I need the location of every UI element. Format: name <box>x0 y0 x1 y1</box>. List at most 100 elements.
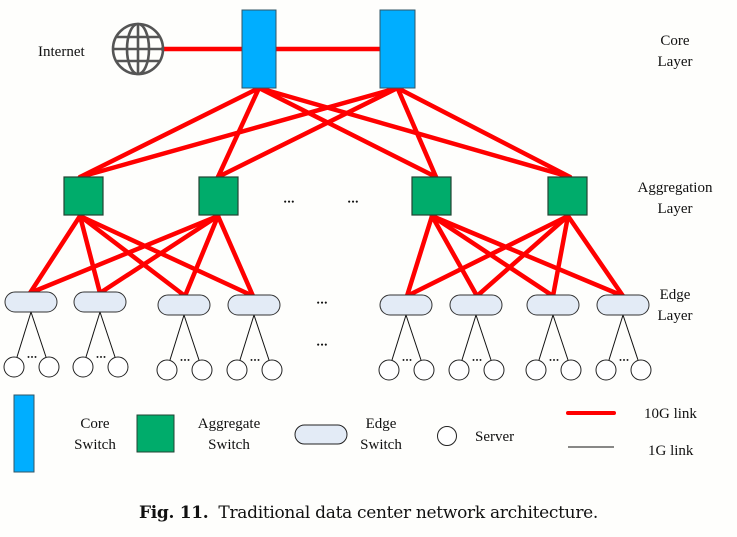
server-ellipsis: ••• <box>180 358 191 364</box>
legend-aggregate-switch-line2: Switch <box>208 437 250 453</box>
server <box>226 359 248 381</box>
server-ellipsis: ••• <box>619 358 630 364</box>
aggregate-edge-link <box>215 213 256 299</box>
figure-caption: Fig. 11. Traditional data center network … <box>0 503 737 523</box>
legend-server-label: Server <box>475 429 514 445</box>
legend-core-switch-line1: Core <box>80 416 110 432</box>
aggregate-switch <box>547 176 588 216</box>
server-link <box>538 314 554 361</box>
server-ellipsis: ••• <box>27 355 38 361</box>
edge-layer-label-line2: Layer <box>658 308 693 324</box>
server-link <box>99 311 116 358</box>
core-aggregate-link <box>395 85 573 180</box>
server <box>560 359 582 381</box>
server-link <box>253 314 270 361</box>
server-link <box>169 314 185 361</box>
aggregate-edge-link <box>429 213 626 299</box>
aggregate-edge-link <box>550 213 571 299</box>
server <box>378 359 400 381</box>
legend: Core Switch Aggregate Switch Edge Switch… <box>13 394 697 473</box>
legend-1g-link-label: 1G link <box>648 443 694 459</box>
figure-caption-number: Fig. 11. <box>138 503 209 523</box>
edge-switch <box>596 294 650 316</box>
server-link <box>391 314 407 361</box>
server-ellipsis: ••• <box>549 358 560 364</box>
server <box>107 356 129 378</box>
legend-core-switch-line2: Switch <box>74 437 116 453</box>
internet-label: Internet <box>38 44 85 60</box>
server <box>448 359 470 381</box>
core-layer-label-line1: Core <box>660 33 690 49</box>
legend-aggregate-switch-line1: Aggregate <box>198 416 261 432</box>
legend-edge-switch-line2: Switch <box>360 437 402 453</box>
aggregate-switch <box>411 176 452 216</box>
server <box>191 359 213 381</box>
edge-ellipsis: ••• <box>316 300 328 307</box>
core-switch <box>379 9 416 89</box>
aggregate-edge-link <box>27 213 221 296</box>
aggregate-edge-link <box>404 213 435 299</box>
server-ellipsis: ••• <box>316 342 328 349</box>
server <box>525 359 547 381</box>
legend-aggregate-switch-swatch <box>136 414 175 453</box>
core-aggregate-link <box>215 85 400 180</box>
aggregate-edge-link <box>474 213 571 299</box>
aggregation-layer-label-line2: Layer <box>658 201 693 217</box>
10g-links <box>27 46 626 299</box>
legend-10g-link-label: 10G link <box>644 406 697 422</box>
legend-edge-switch-swatch <box>294 424 348 445</box>
aggregate-edge-link <box>27 213 83 296</box>
core-aggregate-link <box>256 85 439 180</box>
edge-switch <box>227 294 281 316</box>
server <box>413 359 435 381</box>
server <box>595 359 617 381</box>
server-link <box>608 314 624 361</box>
server-link <box>622 314 639 361</box>
server-ellipsis: ••• <box>96 355 107 361</box>
server <box>483 359 505 381</box>
legend-edge-switch-line1: Edge <box>366 416 397 432</box>
core-aggregate-link <box>77 85 262 180</box>
server-ellipsis: ••• <box>402 358 413 364</box>
server-link <box>461 314 477 361</box>
server <box>156 359 178 381</box>
1g-links <box>16 311 639 361</box>
nodes <box>3 9 652 381</box>
aggregate-switch <box>63 176 104 216</box>
server-link <box>475 314 492 361</box>
aggregate-edge-link <box>565 213 626 299</box>
edge-switch <box>379 294 433 316</box>
server-link <box>85 311 101 358</box>
server <box>261 359 283 381</box>
server-link <box>183 314 200 361</box>
aggregate-edge-link <box>77 213 256 299</box>
core-aggregate-link <box>395 85 439 180</box>
server-ellipsis: ••• <box>472 358 483 364</box>
legend-core-switch-swatch <box>13 394 35 473</box>
edge-switch <box>157 294 211 316</box>
server-link <box>552 314 569 361</box>
server-ellipsis: ••• <box>250 358 261 364</box>
server <box>72 356 94 378</box>
server-link <box>16 311 32 358</box>
core-switch <box>241 9 277 89</box>
edge-switch <box>449 294 503 316</box>
aggregate-edge-link <box>77 213 188 299</box>
core-aggregate-link <box>77 85 400 180</box>
edge-switch <box>526 294 580 316</box>
aggregation-ellipsis-2: ••• <box>347 199 359 206</box>
server-link <box>30 311 47 358</box>
aggregation-ellipsis-1: ••• <box>283 199 295 206</box>
edge-switch <box>4 291 58 313</box>
aggregate-switch <box>198 176 239 216</box>
server <box>630 359 652 381</box>
edge-layer-label-line1: Edge <box>660 287 691 303</box>
server <box>3 356 25 378</box>
edge-switch <box>73 291 127 313</box>
server-link <box>239 314 255 361</box>
server-link <box>405 314 422 361</box>
figure-caption-text: Traditional data center network architec… <box>218 503 599 523</box>
aggregation-layer-label-line1: Aggregation <box>638 180 713 196</box>
server <box>38 356 60 378</box>
